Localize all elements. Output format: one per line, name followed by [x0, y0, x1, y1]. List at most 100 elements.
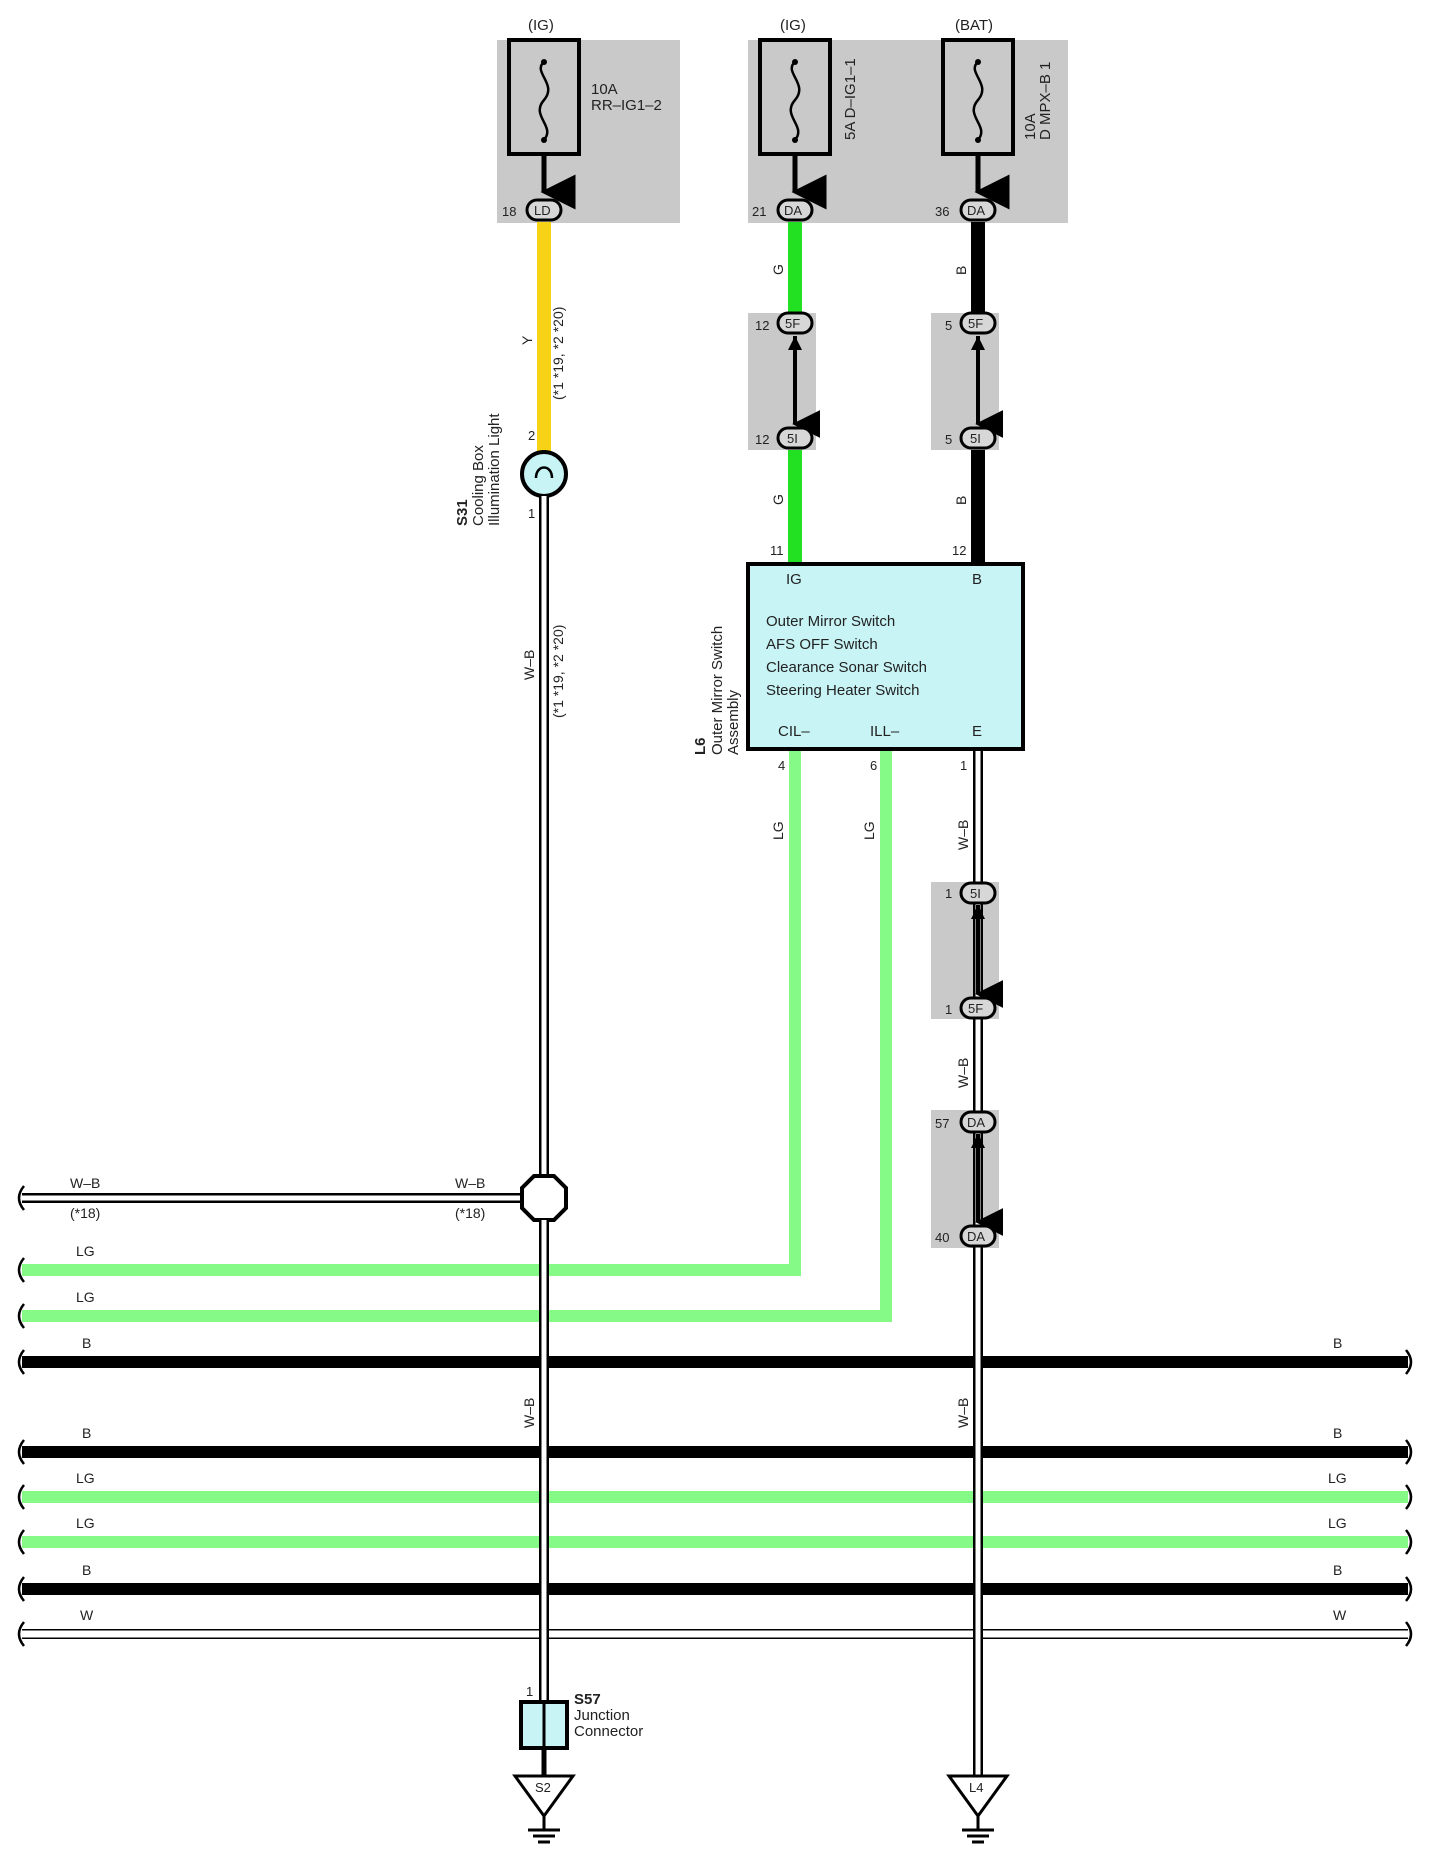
l6-function-1: Outer Mirror Switch: [766, 613, 895, 630]
b-c1-pin: 5: [945, 318, 952, 333]
fuse1-element: [538, 61, 550, 141]
s57-pin: 1: [526, 1684, 533, 1699]
l6-pin-e: 1: [960, 758, 967, 773]
ig-c2-pin: 12: [755, 432, 769, 447]
bus-b1-right: B: [1333, 1335, 1342, 1351]
gnd-c1-pin: 1: [945, 886, 952, 901]
gnd-link-arrow-up: [971, 905, 985, 919]
ground-s2-label: S2: [535, 1780, 551, 1795]
l6-name-line1: Outer Mirror Switch: [709, 626, 726, 755]
bus-lg2-label: LG: [76, 1289, 95, 1305]
l6-function-4: Steering Heater Switch: [766, 682, 919, 699]
bus-lg1-label: LG: [76, 1243, 95, 1259]
bus-w-right: W: [1333, 1607, 1347, 1623]
fuse3-connector[interactable]: [959, 198, 997, 222]
gnd-connector-5f[interactable]: [959, 996, 997, 1020]
l6-pin-cil: 4: [778, 758, 785, 773]
gnd-connector-da-40[interactable]: [959, 1224, 997, 1248]
s31-bulb[interactable]: [520, 450, 568, 498]
fuse2-element: [789, 61, 801, 141]
gnd-connector-da-57[interactable]: [959, 1110, 997, 1134]
s31-name-line2: Illumination Light: [486, 413, 503, 526]
ground-s2-icon: [512, 1774, 576, 1819]
wire-wb-mid-label: W–B: [955, 1058, 971, 1088]
l6-terminal-b: B: [972, 571, 982, 588]
bus-lg3-right: LG: [1328, 1470, 1347, 1486]
l6-pin-ill: 6: [870, 758, 877, 773]
l6-terminal-e: E: [972, 723, 982, 740]
ig-connector-5i-code: 5I: [787, 431, 798, 446]
bus-b3-left: B: [82, 1562, 91, 1578]
fuse2-connector[interactable]: [776, 198, 814, 222]
junction-splice[interactable]: [520, 1174, 568, 1222]
fuse2-source: (IG): [780, 17, 806, 34]
wire-g-label-lower: G: [770, 494, 786, 505]
bus-b3-right: B: [1333, 1562, 1342, 1578]
fuse1-connector[interactable]: [525, 198, 563, 222]
wire-wb-left-note: (*18): [70, 1205, 100, 1221]
fuse3-dot-bottom: [975, 137, 981, 143]
s31-name-line1: Cooling Box: [470, 445, 487, 526]
gnd-c2-pin: 1: [945, 1002, 952, 1017]
fuse1-amp: 10A: [591, 81, 618, 98]
wire-wb-right-label: W–B: [455, 1175, 485, 1191]
gnd-c4-pin: 40: [935, 1230, 949, 1245]
gnd-connector-5f-code: 5F: [968, 1001, 983, 1016]
fuse2-pin: 21: [752, 204, 766, 219]
bulb-filament-icon: [534, 466, 554, 479]
wire-wb-e-label: W–B: [955, 820, 971, 850]
ig-c1-pin: 12: [755, 318, 769, 333]
ground-l4-icon: [946, 1774, 1010, 1819]
bus-w-left: W: [80, 1607, 94, 1623]
fuse2-dot-bottom: [792, 137, 798, 143]
wire-wb-s31-note: (*1 *19, *2 *20): [550, 625, 566, 718]
wire-break-left: [17, 1185, 25, 1647]
fuse2-connector-code: DA: [784, 203, 802, 218]
fuse1-name: RR–IG1–2: [591, 97, 662, 114]
bus-lg3-left: LG: [76, 1470, 95, 1486]
s57-name-line2: Connector: [574, 1723, 643, 1740]
wire-wb-right-note: (*18): [455, 1205, 485, 1221]
bus-b2-right: B: [1333, 1425, 1342, 1441]
s31-pin-bottom: 1: [528, 506, 535, 521]
fuse1-dot-bottom: [541, 137, 547, 143]
l6-pin-ig: 11: [770, 543, 784, 558]
s31-pin-top: 2: [528, 428, 535, 443]
b-connector-5f[interactable]: [959, 311, 997, 335]
ground-l4-label: L4: [969, 1780, 983, 1795]
ig-connector-5f[interactable]: [776, 311, 814, 335]
wire-lg-cil-label: LG: [770, 821, 786, 840]
s57-code: S57: [574, 1691, 601, 1708]
b-connector-5f-code: 5F: [968, 316, 983, 331]
wire-lg-cil: [22, 751, 801, 1276]
fuse-block-right-bg: [748, 40, 1068, 223]
wire-lg-ill: [22, 751, 892, 1322]
b-c2-pin: 5: [945, 432, 952, 447]
wire-b-label-lower: B: [953, 496, 969, 505]
b-connector-5i[interactable]: [959, 426, 997, 450]
wire-y-note: (*1 *19, *2 *20): [550, 307, 566, 400]
l6-terminal-ill: ILL–: [870, 723, 900, 740]
l6-function-2: AFS OFF Switch: [766, 636, 878, 653]
l6-component[interactable]: [746, 562, 1025, 751]
wire-lg-ill-label: LG: [861, 821, 877, 840]
fuse3-element: [972, 61, 984, 141]
gnd-connector-5i[interactable]: [959, 881, 997, 905]
ig-link-arrow-up: [788, 336, 802, 350]
fuse1-pin: 18: [502, 204, 516, 219]
l6-terminal-ig: IG: [786, 571, 802, 588]
l6-code: L6: [692, 737, 709, 755]
wire-wb-s31-label: W–B: [521, 650, 537, 680]
wire-b-label-upper: B: [953, 266, 969, 275]
fuse3-dot-top: [975, 59, 981, 65]
wire-break-right: [1405, 1349, 1413, 1647]
fuse-block-left-bg: [497, 40, 680, 223]
fuse3-source: (BAT): [955, 17, 993, 34]
fuse3-amp: 10A: [1022, 113, 1039, 140]
fuse1-dot-top: [541, 59, 547, 65]
bus-b2-left: B: [82, 1425, 91, 1441]
ig-connector-5i[interactable]: [776, 426, 814, 450]
l6-name-line2: Assembly: [725, 689, 742, 755]
fuse2-label: 5A D–IG1–1: [842, 58, 859, 140]
